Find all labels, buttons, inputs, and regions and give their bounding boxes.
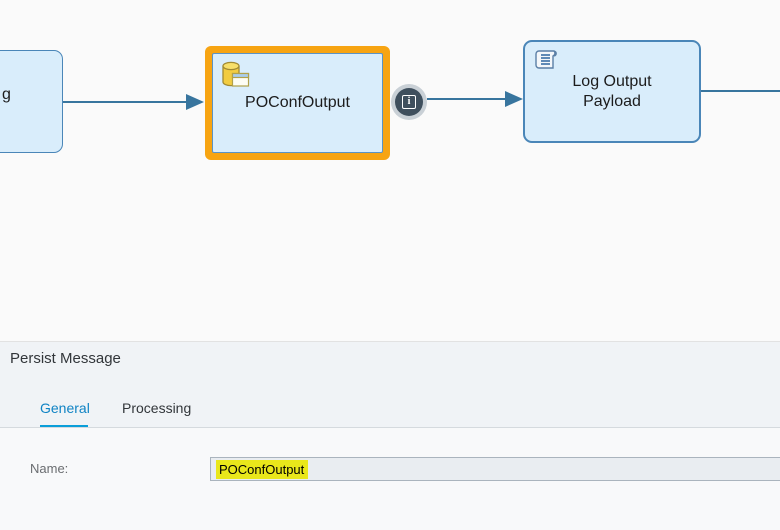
active-tab-underline (40, 425, 88, 428)
node-log-label: Log Output Payload (572, 72, 652, 110)
persist-message-icon (222, 61, 250, 87)
tab-processing[interactable]: Processing (122, 400, 192, 416)
sequence-flow-2[interactable] (427, 98, 506, 100)
bpmn-canvas[interactable]: g POConfOutput i (0, 0, 780, 341)
sequence-flow-3[interactable] (701, 90, 780, 92)
node-log-output-payload[interactable]: Log Output Payload (523, 40, 701, 143)
name-input-value-highlight: POConfOutput (216, 459, 309, 479)
panel-title: Persist Message (10, 350, 121, 367)
node-persist-message[interactable]: POConfOutput (205, 46, 390, 160)
sequence-flow-2-arrowhead (505, 91, 523, 107)
script-icon (532, 46, 560, 80)
properties-panel-content: Name: POConfOutput (0, 428, 780, 530)
panel-divider (0, 427, 780, 428)
node-persist-message-body: POConfOutput (212, 53, 383, 153)
node-partial-left[interactable]: g (0, 50, 63, 153)
name-field-label: Name: (30, 461, 69, 476)
sequence-flow-1[interactable] (63, 101, 187, 103)
properties-panel-header: Persist Message General Processing (0, 341, 780, 428)
info-icon: i (395, 88, 423, 116)
info-badge[interactable]: i (391, 84, 427, 120)
tab-general[interactable]: General (40, 400, 90, 416)
node-partial-label: g (2, 86, 11, 103)
name-input[interactable]: POConfOutput (210, 457, 780, 481)
node-persist-message-label: POConfOutput (245, 94, 350, 111)
sequence-flow-1-arrowhead (186, 94, 204, 110)
